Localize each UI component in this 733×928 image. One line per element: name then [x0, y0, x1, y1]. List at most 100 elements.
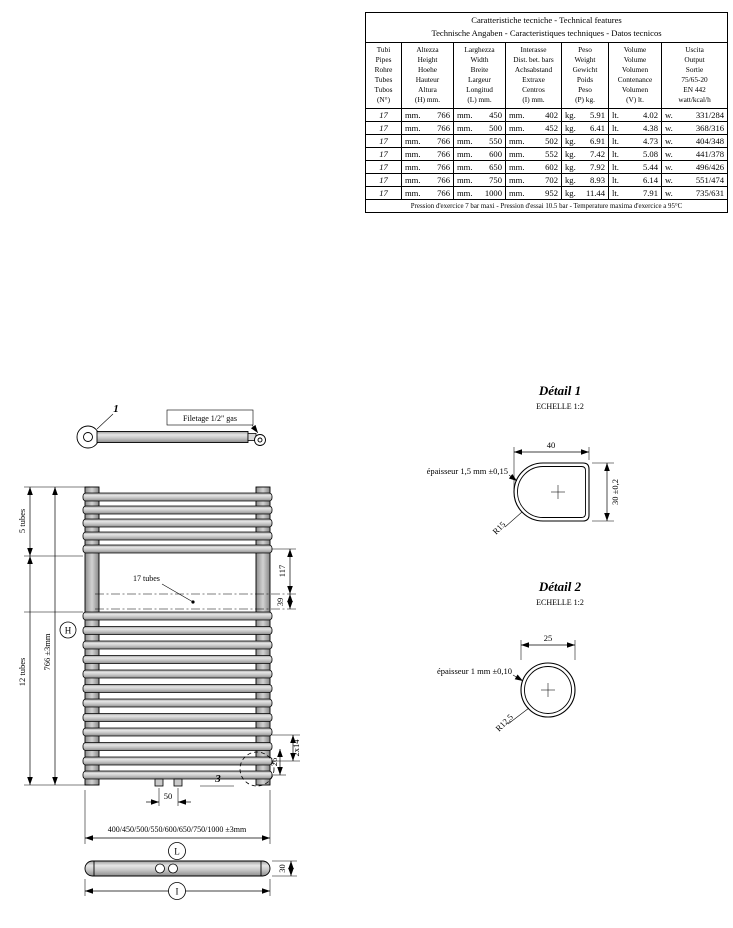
cell-volume: lt.4.02: [608, 108, 662, 122]
cell-unit: lt.: [612, 175, 619, 185]
cell-value: 766: [437, 123, 450, 133]
cell-value: 17: [379, 110, 388, 120]
cell-value: 735/631: [695, 188, 725, 198]
cell-value: 404/348: [695, 136, 725, 146]
cell-value: 5.44: [642, 162, 658, 172]
cell-value: 368/316: [695, 123, 725, 133]
cell-unit: kg.: [565, 110, 576, 120]
tubes-top-dim: 5 tubes: [17, 509, 27, 533]
cell-unit: w.: [665, 188, 673, 198]
table-row: 17 mm.766 mm.500 mm.452 kg.6.41 lt.4.38 …: [365, 121, 729, 135]
cell-unit: kg.: [565, 123, 576, 133]
radiator-front-view: 17 tubes: [82, 486, 296, 787]
detail-1: Détail 1 ECHELLE 1:2 40 30 ±0,2 épaisseu…: [427, 383, 620, 536]
cell-unit: mm.: [405, 149, 421, 159]
cell-value: 17: [379, 175, 388, 185]
cell-value: 5.91: [589, 110, 605, 120]
length-dim: 400/450/500/550/600/650/750/1000 ±3mm: [108, 825, 247, 834]
col-header-weight: Peso Weight Gewicht Poids Peso (P) kg.: [561, 41, 609, 110]
table-row: 17 mm.766 mm.600 mm.552 kg.7.42 lt.5.08 …: [365, 147, 729, 161]
cell-value: 17: [379, 136, 388, 146]
cell-unit: mm.: [509, 110, 525, 120]
cell-unit: mm.: [457, 123, 473, 133]
cell-value: 452: [545, 123, 558, 133]
detail-1-scale: ECHELLE 1:2: [536, 402, 584, 411]
cell-unit: mm.: [457, 162, 473, 172]
cell-unit: mm.: [405, 162, 421, 172]
detail-callout-circle: [239, 751, 275, 787]
cell-unit: w.: [665, 162, 673, 172]
cell-unit: kg.: [565, 175, 576, 185]
cell-value: 702: [545, 175, 558, 185]
spec-table-wrap: Caratteristiche tecniche - Technical fea…: [364, 12, 729, 213]
cell-value: 502: [545, 136, 558, 146]
cell-value: 4.38: [642, 123, 658, 133]
detail-2-scale: ECHELLE 1:2: [536, 598, 584, 607]
cell-unit: lt.: [612, 136, 619, 146]
table-row: 17 mm.766 mm.550 mm.502 kg.6.91 lt.4.73 …: [365, 134, 729, 148]
cell-width: mm.1000: [453, 186, 506, 200]
cell-value: 6.14: [642, 175, 658, 185]
cell-value: 766: [437, 175, 450, 185]
dim-50: 50: [164, 791, 173, 801]
cell-unit: mm.: [405, 188, 421, 198]
col-header-volume: Volume Volume Volumen Contenance Volumen…: [608, 41, 662, 110]
col-header-height: Altezza Height Hoehe Hauteur Altura (H) …: [401, 41, 454, 110]
tubes-total-label: 17 tubes: [133, 574, 160, 583]
col-header-width: Larghezza Width Breite Largeur Longitud …: [453, 41, 506, 110]
cell-value: 17: [379, 188, 388, 198]
cell-value: 496/426: [695, 162, 725, 172]
cell-unit: mm.: [509, 136, 525, 146]
cell-unit: mm.: [509, 188, 525, 198]
cell-unit: mm.: [405, 136, 421, 146]
front-view-dimensions: 5 tubes 12 tubes 766 ±3mm H 117 39 2x14 …: [17, 486, 301, 860]
detail-1-width-dim: 40: [547, 440, 556, 450]
spec-table: Caratteristiche tecniche - Technical fea…: [364, 12, 729, 213]
cell-unit: mm.: [405, 175, 421, 185]
cell-unit: mm.: [457, 136, 473, 146]
detail-2: Détail 2 ECHELLE 1:2 25 épaisseur 1 mm ±…: [437, 579, 584, 733]
cell-value: 551/474: [695, 175, 725, 185]
cell-unit: w.: [665, 149, 673, 159]
cell-output: w.368/316: [660, 121, 729, 135]
dim-117: 117: [277, 565, 287, 577]
cell-value: 5.08: [642, 149, 658, 159]
table-header-row: Tubi Pipes Rohre Tubes Tubos (N°) Altezz…: [365, 41, 729, 110]
cell-value: 4.02: [642, 110, 658, 120]
cell-unit: kg.: [565, 149, 576, 159]
cell-unit: w.: [665, 110, 673, 120]
cell-value: 7.91: [642, 188, 658, 198]
cell-value: 602: [545, 162, 558, 172]
cell-value: 6.91: [589, 136, 605, 146]
cell-value: 552: [545, 149, 558, 159]
dim-39: 39: [275, 598, 285, 607]
item-3-label: 3: [214, 773, 221, 785]
cell-height: mm. 766: [401, 173, 454, 187]
cell-value: 17: [379, 149, 388, 159]
cell-unit: kg.: [565, 162, 576, 172]
height-symbol: H: [65, 626, 72, 636]
cell-value: 6.41: [589, 123, 605, 133]
cell-value: 441/378: [695, 149, 725, 159]
detail-1-title: Détail 1: [538, 383, 581, 398]
cell-value: 4.73: [642, 136, 658, 146]
height-dim: 766 ±3mm: [42, 633, 52, 670]
cell-unit: mm.: [405, 110, 421, 120]
cell-unit: kg.: [565, 136, 576, 146]
detail-2-thickness: épaisseur 1 mm ±0,10: [437, 666, 512, 676]
cell-value: 1000: [484, 188, 502, 198]
cell-value: 650: [489, 162, 502, 172]
cell-unit: lt.: [612, 123, 619, 133]
cell-value: 766: [437, 110, 450, 120]
detail-1-radius: R15: [490, 519, 507, 536]
towel-bar-side-view: 1 Filetage 1/2" gas: [76, 403, 266, 449]
cell-value: 766: [437, 188, 450, 198]
cell-unit: mm.: [457, 175, 473, 185]
interaxis-symbol: I: [176, 887, 179, 897]
tubes-bottom-dim: 12 tubes: [17, 658, 27, 687]
cell-unit: kg.: [565, 188, 576, 198]
cell-value: 450: [489, 110, 502, 120]
detail-1-height-dim: 30 ±0,2: [610, 479, 620, 505]
